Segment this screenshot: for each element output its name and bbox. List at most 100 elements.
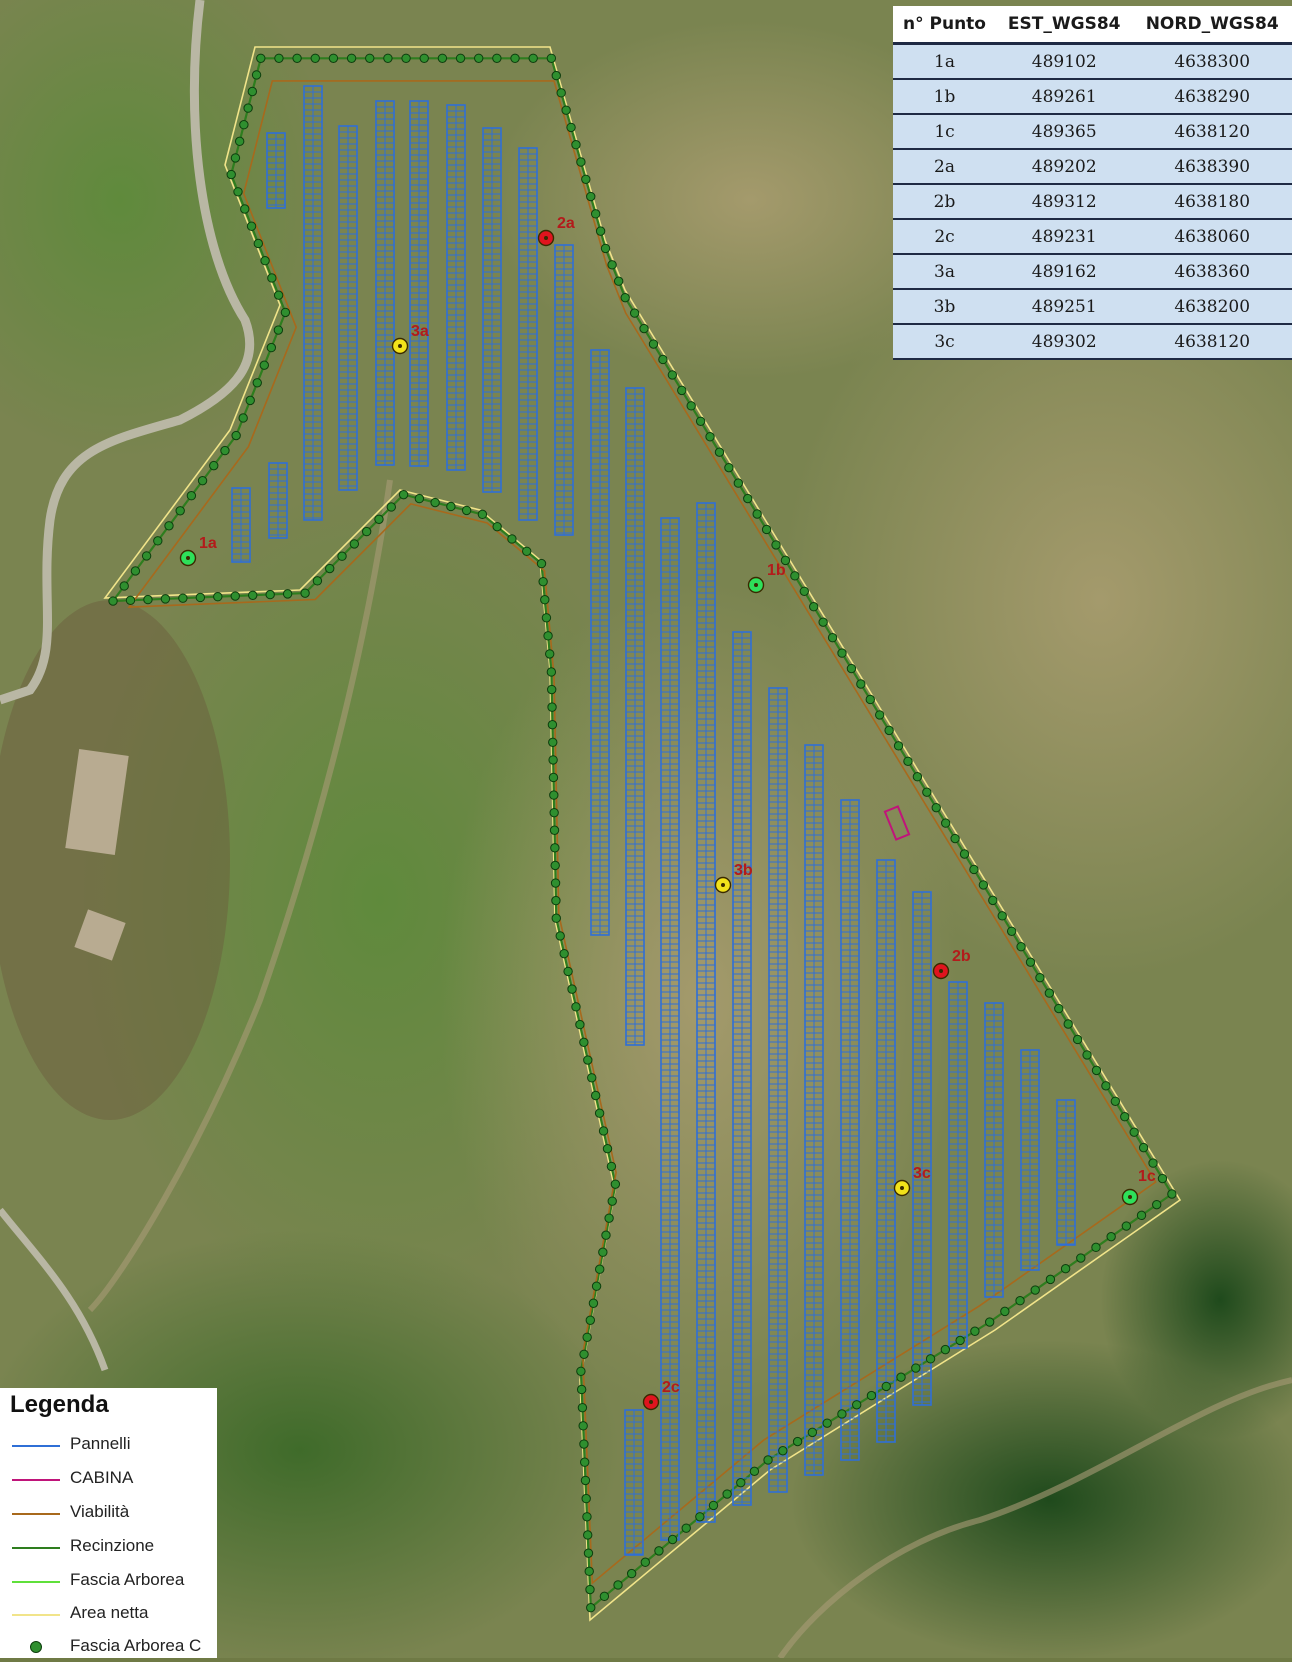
tree-marker xyxy=(1121,1221,1132,1231)
tree-marker xyxy=(1030,1285,1040,1295)
tree-marker xyxy=(374,514,384,524)
tree-marker xyxy=(604,1213,614,1223)
tree-marker xyxy=(566,122,576,133)
tree-marker xyxy=(247,86,258,97)
tree-marker xyxy=(896,1372,906,1382)
tree-marker xyxy=(722,1489,732,1499)
tree-marker xyxy=(586,191,596,202)
tree-marker xyxy=(686,401,696,411)
tree-marker xyxy=(576,1366,586,1377)
survey-point-label: 2a xyxy=(557,215,575,232)
legend-label: CABINA xyxy=(70,1468,134,1487)
panel-row xyxy=(625,387,645,1046)
tree-marker xyxy=(576,157,586,167)
tree-marker xyxy=(626,1568,637,1579)
panel-row xyxy=(231,487,251,563)
tree-marker xyxy=(595,226,606,236)
survey-point-center xyxy=(544,236,548,240)
tree-marker xyxy=(822,1418,832,1428)
terrain-patch xyxy=(1100,1160,1292,1440)
tree-marker xyxy=(799,586,810,596)
tree-marker xyxy=(546,53,557,63)
legend-item-area-netta: Area netta xyxy=(0,1599,217,1629)
survey-point: 3b xyxy=(714,862,753,894)
panel-row xyxy=(624,1409,644,1556)
tree-marker xyxy=(790,571,800,581)
tree-marker xyxy=(141,551,152,561)
tree-marker xyxy=(600,243,611,254)
survey-point-label: 2b xyxy=(952,948,971,965)
tree-marker xyxy=(1101,1081,1111,1091)
survey-point: 2c xyxy=(642,1379,680,1411)
tree-marker xyxy=(528,53,538,63)
tree-marker xyxy=(548,755,558,765)
tree-marker xyxy=(1157,1173,1168,1184)
tree-marker xyxy=(984,1317,995,1327)
legend-line-swatch xyxy=(12,1581,60,1583)
panel-row xyxy=(409,100,429,467)
tree-marker xyxy=(119,581,129,591)
tree-marker xyxy=(708,1500,719,1511)
panel-row xyxy=(912,891,932,1406)
tree-marker xyxy=(1025,957,1036,967)
tree-marker xyxy=(477,509,488,520)
tree-marker xyxy=(925,1354,936,1364)
tree-marker xyxy=(591,1281,602,1291)
tree-marker xyxy=(547,702,557,712)
survey-point-center xyxy=(721,883,725,887)
survey-point-center xyxy=(186,556,190,560)
tree-marker xyxy=(602,1143,613,1154)
tree-marker xyxy=(549,807,559,818)
tree-marker xyxy=(893,741,904,751)
survey-point: 2a xyxy=(537,215,575,247)
tree-marker xyxy=(837,1409,847,1419)
panel-row xyxy=(876,859,896,1443)
tree-marker xyxy=(226,169,236,180)
tree-marker xyxy=(230,153,241,163)
farm-building xyxy=(65,749,129,855)
country-road xyxy=(0,0,255,705)
dirt-track xyxy=(87,479,393,1313)
tree-marker xyxy=(430,497,440,508)
tree-marker xyxy=(1076,1253,1086,1263)
tree-marker xyxy=(555,931,565,941)
survey-point-label: 3a xyxy=(411,323,429,340)
tree-marker xyxy=(536,558,547,569)
tree-marker xyxy=(585,1584,595,1595)
survey-point-label: 1b xyxy=(767,562,786,579)
legend-line-swatch xyxy=(12,1479,60,1481)
tree-marker xyxy=(881,1381,891,1392)
tree-marker xyxy=(586,1603,596,1613)
tree-marker xyxy=(582,1512,592,1522)
country-road xyxy=(0,1207,109,1372)
tree-marker xyxy=(579,1037,589,1048)
tree-marker xyxy=(446,501,456,512)
tree-marker xyxy=(1129,1127,1139,1137)
legend-item-fascia-arborea: Fascia Arborea xyxy=(0,1566,217,1596)
tree-marker xyxy=(581,174,591,184)
panel-row xyxy=(338,125,358,491)
tree-marker xyxy=(950,833,960,844)
tree-marker xyxy=(545,649,555,659)
tree-marker xyxy=(551,895,561,906)
tree-marker xyxy=(599,1591,610,1602)
tree-marker xyxy=(1167,1189,1177,1199)
tree-marker xyxy=(571,140,581,150)
tree-marker xyxy=(752,509,762,519)
east-coordinate: 489261 xyxy=(995,79,1133,115)
tree-marker xyxy=(875,710,885,720)
tree-marker xyxy=(607,260,617,270)
point-id: 2c xyxy=(893,219,996,255)
tree-marker xyxy=(248,590,258,600)
point-id: 1a xyxy=(893,43,996,80)
tree-marker xyxy=(749,1466,760,1477)
north-coordinate: 4638300 xyxy=(1132,43,1292,80)
tree-marker xyxy=(743,493,753,504)
tree-marker xyxy=(1063,1019,1073,1029)
tree-marker xyxy=(571,1002,581,1012)
tree-marker xyxy=(253,238,264,249)
tree-marker xyxy=(1035,972,1045,983)
panel-row xyxy=(984,1002,1004,1298)
panel-row xyxy=(804,744,824,1476)
